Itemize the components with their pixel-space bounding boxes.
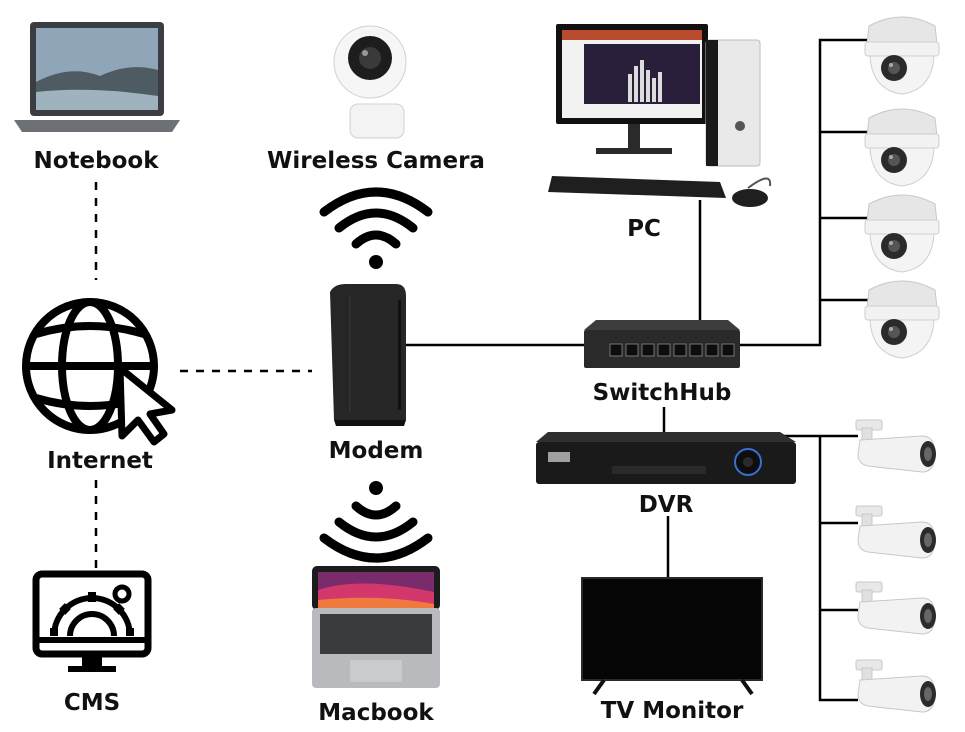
- tv-icon: [581, 577, 763, 696]
- laptop-icon: [14, 22, 180, 132]
- network-switch-icon: [584, 320, 740, 368]
- pc-label: PC: [627, 216, 661, 242]
- wifi-camera-icon: [333, 25, 407, 139]
- notebook-label: Notebook: [33, 148, 159, 174]
- desktop-pc-icon: [548, 24, 772, 207]
- cms-label: CMS: [64, 690, 120, 716]
- macbook-icon: [312, 566, 440, 688]
- tv-monitor-label: TV Monitor: [601, 698, 744, 724]
- modem-icon: [330, 284, 406, 426]
- internet-label: Internet: [47, 448, 153, 474]
- wireless-camera-label: Wireless Camera: [267, 148, 485, 174]
- link-dvr-bullet-cameras: [764, 434, 858, 702]
- globe-cursor-icon: [22, 298, 176, 446]
- switchhub-label: SwitchHub: [593, 380, 732, 406]
- dome-camera-icon: [864, 280, 940, 359]
- link-switch-dome-cameras: [737, 38, 868, 347]
- dvr-label: DVR: [639, 492, 694, 518]
- dvr-recorder-icon: [536, 432, 796, 484]
- bullet-camera-icon: [855, 505, 937, 559]
- wifi-signal-icon: [324, 481, 428, 558]
- dome-camera-icon: [864, 194, 940, 273]
- bullet-camera-icon: [855, 581, 937, 635]
- bullet-camera-icon: [855, 419, 937, 473]
- wifi-signal-icon: [324, 192, 428, 269]
- modem-label: Modem: [329, 438, 424, 464]
- dome-camera-icon: [864, 108, 940, 187]
- monitor-gear-icon: [32, 570, 152, 672]
- dome-camera-icon: [864, 16, 940, 95]
- macbook-label: Macbook: [318, 700, 434, 726]
- bullet-camera-icon: [855, 659, 937, 713]
